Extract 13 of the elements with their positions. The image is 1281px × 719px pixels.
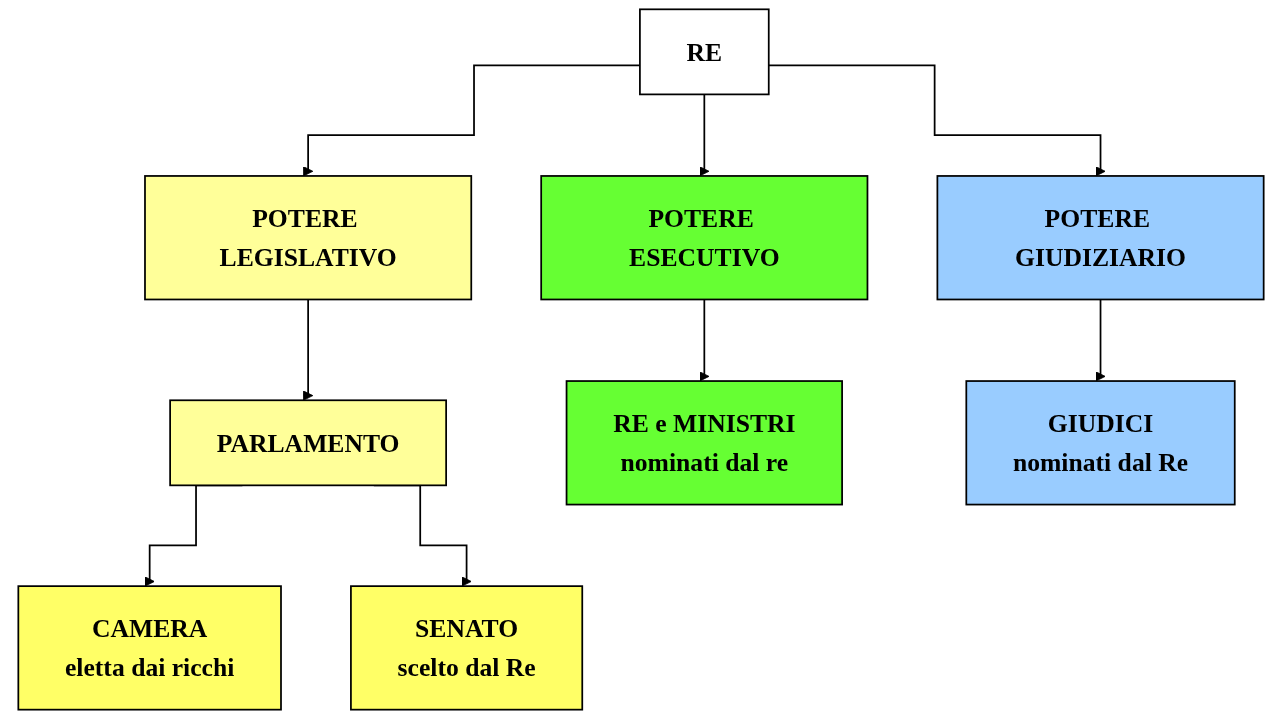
arrow <box>698 298 709 382</box>
node-box: GIUDICI nominati dal Re <box>964 380 1236 506</box>
node-box: CAMERA eletta dai ricchi <box>16 585 282 711</box>
arrow <box>698 93 709 177</box>
node-box: POTERE LEGISLATIVO <box>143 175 472 301</box>
node-box: POTERE GIUDIZIARIO <box>936 175 1265 301</box>
node-box: RE <box>638 8 770 96</box>
node-box: RE e MINISTRI nominati dal re <box>565 380 843 506</box>
node-box: PARLAMENTO <box>168 399 447 487</box>
arrow <box>1094 298 1106 382</box>
arrow <box>302 298 313 401</box>
node-box: POTERE ESECUTIVO <box>539 175 868 301</box>
node-box: SENATO scelto dal Re <box>349 585 583 711</box>
